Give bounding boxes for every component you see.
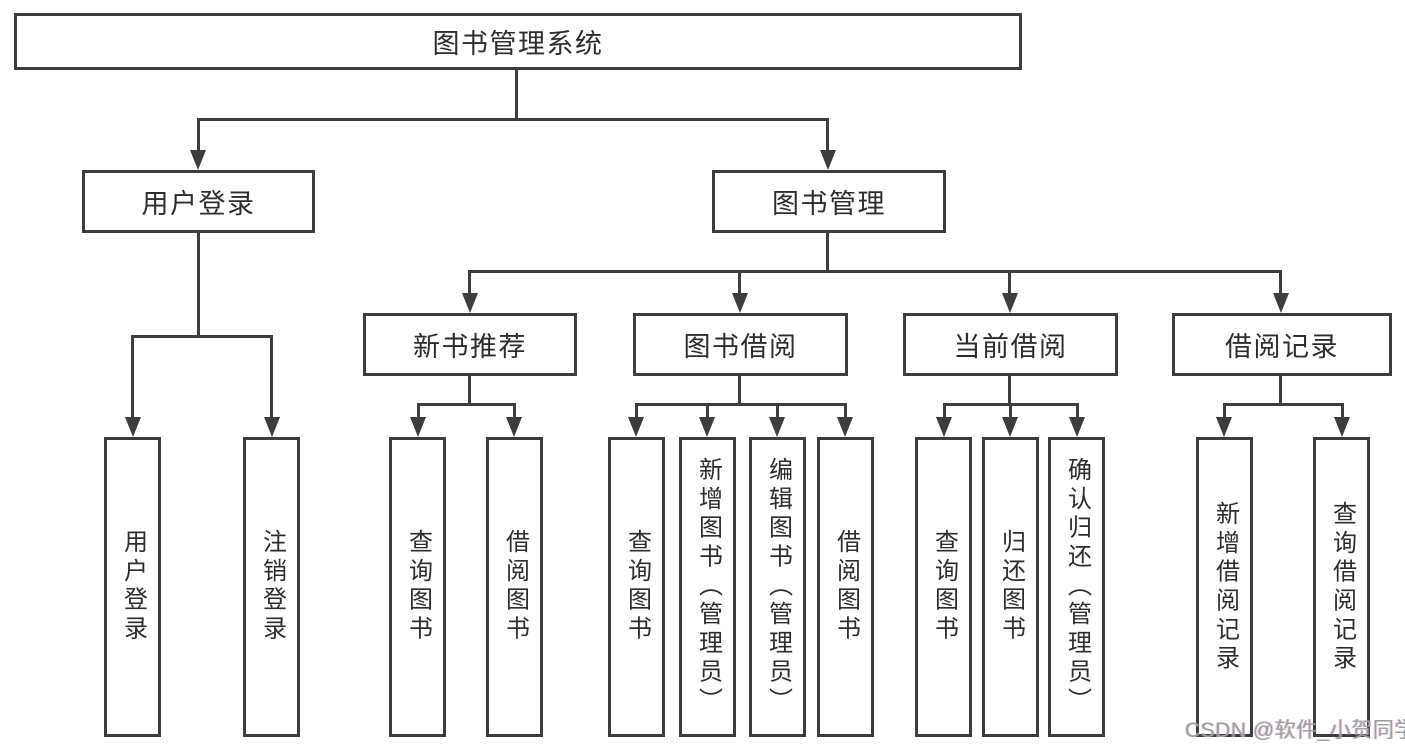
connector-level2-rail (469, 270, 1282, 273)
node-borrow-records-label: 借阅记录 (1225, 332, 1339, 362)
arrow-down-icon (699, 417, 715, 437)
connector-drop-book-management (826, 118, 829, 152)
arrow-down-icon (628, 417, 644, 437)
leaf-return-books: 归还图书 (982, 437, 1039, 737)
leaf-label: 查询图书 (930, 529, 958, 645)
connector-drop-new-books (468, 270, 471, 295)
node-root-label: 图书管理系统 (432, 29, 604, 59)
leaf-label: 用户登录 (119, 529, 147, 645)
connector-root-stem (515, 70, 518, 118)
connector-drop-current-borrow (1008, 270, 1011, 295)
node-book-management-label: 图书管理 (772, 189, 886, 219)
connector-new-books-rail (417, 403, 516, 406)
arrow-down-icon (506, 417, 522, 437)
connector-drop-leaf (635, 403, 638, 419)
connector-drop-book-borrow (738, 270, 741, 295)
connector-drop-leaf (943, 403, 946, 419)
node-user-login: 用户登录 (82, 170, 315, 233)
connector-user-login-stem (197, 233, 200, 335)
node-current-borrowing-label: 当前借阅 (953, 332, 1068, 362)
arrow-down-icon (462, 293, 478, 313)
leaf-label: 确认归还（管理员） (1063, 457, 1091, 717)
leaf-label: 借阅图书 (501, 529, 529, 645)
connector-drop-leaf (1009, 403, 1012, 419)
connector-drop-leaf (844, 403, 847, 419)
arrow-down-icon (190, 150, 206, 170)
leaf-query-books-newbooks: 查询图书 (389, 437, 446, 737)
arrow-down-icon (1002, 293, 1018, 313)
arrow-down-icon (837, 417, 853, 437)
leaf-user-login: 用户登录 (104, 437, 161, 737)
connector-drop-leaf (706, 403, 709, 419)
connector-borrow-records-stem (1279, 376, 1282, 403)
connector-book-management-stem (826, 233, 829, 270)
connector-borrow-records-rail (1223, 403, 1343, 406)
leaf-label: 查询图书 (404, 529, 432, 645)
leaf-confirm-return-admin: 确认归还（管理员） (1048, 437, 1105, 737)
arrow-down-icon (732, 293, 748, 313)
node-book-borrowing-label: 图书借阅 (683, 332, 798, 362)
connector-drop-leaf (1076, 403, 1079, 419)
leaf-label: 查询借阅记录 (1328, 500, 1356, 674)
arrow-down-icon (125, 417, 141, 437)
node-book-borrowing: 图书借阅 (633, 313, 848, 376)
connector-book-borrowing-rail (635, 403, 846, 406)
connector-book-borrowing-stem (738, 376, 741, 403)
leaf-label: 借阅图书 (832, 529, 860, 645)
leaf-label: 编辑图书（管理员） (764, 457, 792, 717)
arrow-down-icon (264, 417, 280, 437)
arrow-down-icon (1273, 293, 1289, 313)
connector-drop-leaf (1223, 403, 1226, 419)
connector-new-books-stem (468, 376, 471, 403)
leaf-label: 注销登录 (258, 529, 286, 645)
leaf-add-borrow-record: 新增借阅记录 (1196, 437, 1253, 737)
leaf-logout: 注销登录 (243, 437, 300, 737)
connector-drop-leaf (1341, 403, 1344, 419)
arrow-down-icon (1216, 417, 1232, 437)
connector-drop-leaf (776, 403, 779, 419)
leaf-label: 新增借阅记录 (1211, 500, 1239, 674)
leaf-add-books-admin: 新增图书（管理员） (679, 437, 736, 737)
leaf-query-books-borrow: 查询图书 (608, 437, 665, 737)
arrow-down-icon (936, 417, 952, 437)
leaf-borrow-books: 借阅图书 (817, 437, 874, 737)
leaf-borrow-books-newbooks: 借阅图书 (486, 437, 543, 737)
arrow-down-icon (1069, 417, 1085, 437)
arrow-down-icon (1334, 417, 1350, 437)
connector-drop-leaf-login (131, 335, 134, 419)
connector-drop-leaf (513, 403, 516, 419)
node-new-books: 新书推荐 (363, 313, 577, 376)
connector-level1-rail (197, 118, 829, 121)
node-user-login-label: 用户登录 (141, 189, 256, 219)
connector-drop-leaf-logout (270, 335, 273, 419)
node-borrow-records: 借阅记录 (1172, 313, 1392, 376)
node-new-books-label: 新书推荐 (413, 332, 527, 362)
leaf-query-borrow-record: 查询借阅记录 (1313, 437, 1370, 737)
arrow-down-icon (1002, 417, 1018, 437)
leaf-edit-books-admin: 编辑图书（管理员） (749, 437, 806, 737)
leaf-label: 查询图书 (623, 529, 651, 645)
connector-drop-user-login (197, 118, 200, 152)
leaf-query-books-current: 查询图书 (915, 437, 972, 737)
connector-user-login-rail (131, 335, 273, 338)
node-book-management: 图书管理 (712, 170, 946, 233)
connector-drop-leaf (417, 403, 420, 419)
arrow-down-icon (820, 150, 836, 170)
node-current-borrowing: 当前借阅 (903, 313, 1118, 376)
csdn-watermark: CSDN @软件_小贺同学 (1185, 719, 1405, 742)
connector-drop-borrow-records (1279, 270, 1282, 295)
connector-current-borrowing-stem (1008, 376, 1011, 403)
leaf-label: 新增图书（管理员） (694, 457, 722, 717)
arrow-down-icon (769, 417, 785, 437)
arrow-down-icon (410, 417, 426, 437)
node-root: 图书管理系统 (14, 13, 1022, 70)
leaf-label: 归还图书 (997, 529, 1025, 645)
